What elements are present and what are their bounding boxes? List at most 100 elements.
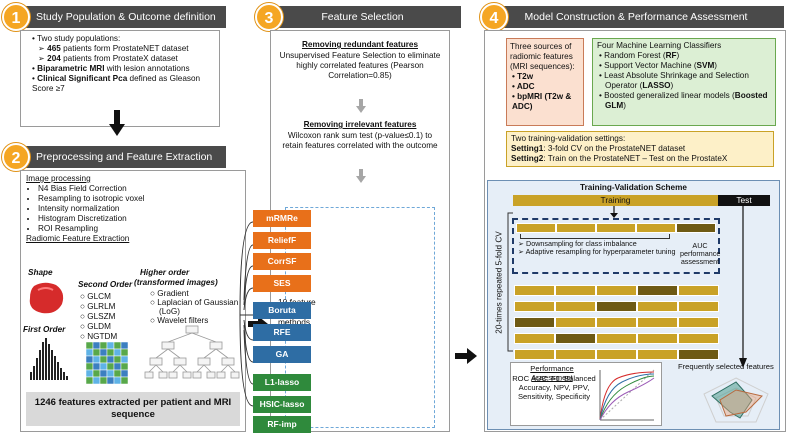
- setting2-label: Setting2: [511, 154, 544, 163]
- fold-segment: [678, 285, 719, 296]
- panel2-header-text: Preprocessing and Feature Extraction: [36, 151, 213, 163]
- training-down-arrow: [610, 206, 618, 218]
- panel3-header: Feature Selection: [264, 6, 461, 28]
- classifier-abbr: LASSO: [642, 81, 671, 90]
- higher-order-item: Gradient: [157, 289, 189, 298]
- classifiers-title: Four Machine Learning Classifiers: [597, 41, 722, 50]
- fold-segment: [678, 317, 719, 328]
- test-down-arrow: [739, 206, 747, 368]
- panel1-badge: 1: [2, 3, 30, 31]
- classifier-text: Boosted generalized linear models (: [604, 91, 735, 100]
- fold-segment: [555, 349, 596, 360]
- higher-order-list: ○ Gradient ○ Laplacian of Gaussian (LoG)…: [150, 289, 239, 325]
- method-ses: SES: [253, 275, 311, 292]
- radar-chart-icon: [703, 377, 769, 423]
- source-item: bpMRI (T2w & ADC): [512, 92, 572, 111]
- method-ga: GA: [253, 346, 311, 363]
- classifier-end: ): [714, 61, 718, 70]
- pop1-count: 465: [47, 44, 61, 53]
- pca-rest: defined as Gleason Score ≥7: [32, 74, 201, 93]
- test-label: Test: [736, 195, 752, 205]
- fold-segment: [637, 301, 678, 312]
- image-processing-item: ROI Resampling: [38, 224, 240, 234]
- fold-segment: [596, 301, 637, 312]
- second-order-item: GLSZM: [87, 312, 116, 321]
- glcm-matrix-icon: [86, 342, 128, 384]
- panel2-badge: 2: [2, 143, 30, 171]
- image-processing-item: Histogram Discretization: [38, 214, 240, 224]
- roc-curve-icon: [599, 369, 655, 421]
- panel4-header: Model Construction & Performance Assessm…: [488, 6, 784, 28]
- irrelevant-text: Wilcoxon rank sum test (p-value≤0.1) to …: [282, 131, 438, 150]
- scheme-title: Training-Validation Scheme: [580, 183, 687, 192]
- fold-segment: [596, 333, 637, 344]
- second-order-item: GLDM: [87, 322, 111, 331]
- second-order-item: NGTDM: [87, 332, 118, 341]
- fold-segment: [596, 285, 637, 296]
- inner-list: ➢ Downsampling for class imbalance ➢ Ada…: [518, 239, 676, 256]
- settings-box: Two training-validation settings: Settin…: [506, 131, 774, 167]
- method-corrsf: CorrSF: [253, 253, 311, 270]
- method-l1-lasso: L1-lasso: [253, 374, 311, 391]
- method-boruta: Boruta: [253, 302, 311, 319]
- fold-segment: [514, 285, 555, 296]
- fold-segment: [514, 317, 555, 328]
- panel1-header: Study Population & Outcome definition: [14, 6, 226, 28]
- classifier-end: ): [676, 51, 680, 60]
- fold-segment: [678, 349, 719, 360]
- redundant-text: Unsupervised Feature Selection to elimin…: [279, 51, 441, 80]
- fold-segment: [637, 349, 678, 360]
- method-rf-imp: RF-imp: [253, 416, 311, 433]
- fold-segment: [596, 223, 636, 233]
- fold-segment: [516, 223, 556, 233]
- fold-segment: [636, 223, 676, 233]
- redundant-title: Removing redundant features: [301, 40, 418, 49]
- fold-segment: [637, 317, 678, 328]
- panel4-badge: 4: [480, 3, 508, 31]
- inner-item: Downsampling for class imbalance: [526, 239, 637, 248]
- inner-fold-row: [516, 223, 716, 233]
- fold-segment: [637, 285, 678, 296]
- second-order-item: GLRLM: [87, 302, 116, 311]
- fold-segment: [676, 223, 716, 233]
- auc-text: AUC performance assessment: [680, 241, 721, 266]
- classifier-end: ): [670, 81, 674, 90]
- right-arrow-3-4: [455, 348, 477, 364]
- training-label: Training: [600, 195, 631, 205]
- freq-label: Frequently selected features: [678, 362, 774, 371]
- first-order-label: First Order: [23, 325, 66, 334]
- method-relieff: ReliefF: [253, 232, 311, 249]
- image-processing-title: Image processing: [26, 174, 91, 183]
- fold-segment: [514, 349, 555, 360]
- method-rfe: RFE: [253, 324, 311, 341]
- shape-icon: [29, 282, 64, 314]
- setting1-text: : 3-fold CV on the ProstateNET dataset: [543, 144, 686, 153]
- classifiers-box: Four Machine Learning Classifiers • Rand…: [592, 38, 776, 126]
- test-bar: Test: [718, 195, 770, 206]
- source-item: T2w: [517, 72, 534, 81]
- pop1-text: patients form ProstateNET dataset: [63, 44, 189, 53]
- features-extracted-footer: 1246 features extracted per patient and …: [26, 392, 240, 426]
- fold-segment: [596, 317, 637, 328]
- classifier-text: Least Absolute Shrinkage and Selection O…: [604, 71, 749, 90]
- image-processing-list: N4 Bias Field Correction Resampling to i…: [26, 184, 240, 234]
- mri-bold: Biparametric MRI: [37, 64, 105, 73]
- panel2-header: Preprocessing and Feature Extraction: [14, 146, 226, 168]
- setting1-label: Setting1: [511, 144, 544, 153]
- sources-box: Three sources of radiomic features (MRI …: [506, 38, 584, 126]
- pop2-text: patients from ProstateX dataset: [63, 54, 178, 63]
- fold-segment: [555, 317, 596, 328]
- fold-segment: [555, 301, 596, 312]
- second-order-list: ○ GLCM ○ GLRLM ○ GLSZM ○ GLDM ○ NGTDM: [80, 292, 118, 341]
- fold-segment: [678, 301, 719, 312]
- inner-item: Adaptive resampling for hyperparameter t…: [525, 247, 676, 256]
- higher-order-item: Laplacian of Gaussian (LoG): [157, 298, 239, 316]
- higher-order-item: Wavelet filters: [157, 316, 209, 325]
- classifier-text: Random Forest (: [604, 51, 666, 60]
- shape-label: Shape: [28, 268, 53, 277]
- pop2-count: 204: [47, 54, 61, 63]
- pca-bold: Clinical Significant Pca: [37, 74, 128, 83]
- cv-label: 20-times repeated 5-fold CV: [492, 210, 506, 360]
- panel3-box: Removing redundant features Unsupervised…: [270, 30, 450, 432]
- mri-rest: with lesion annotations: [106, 64, 190, 73]
